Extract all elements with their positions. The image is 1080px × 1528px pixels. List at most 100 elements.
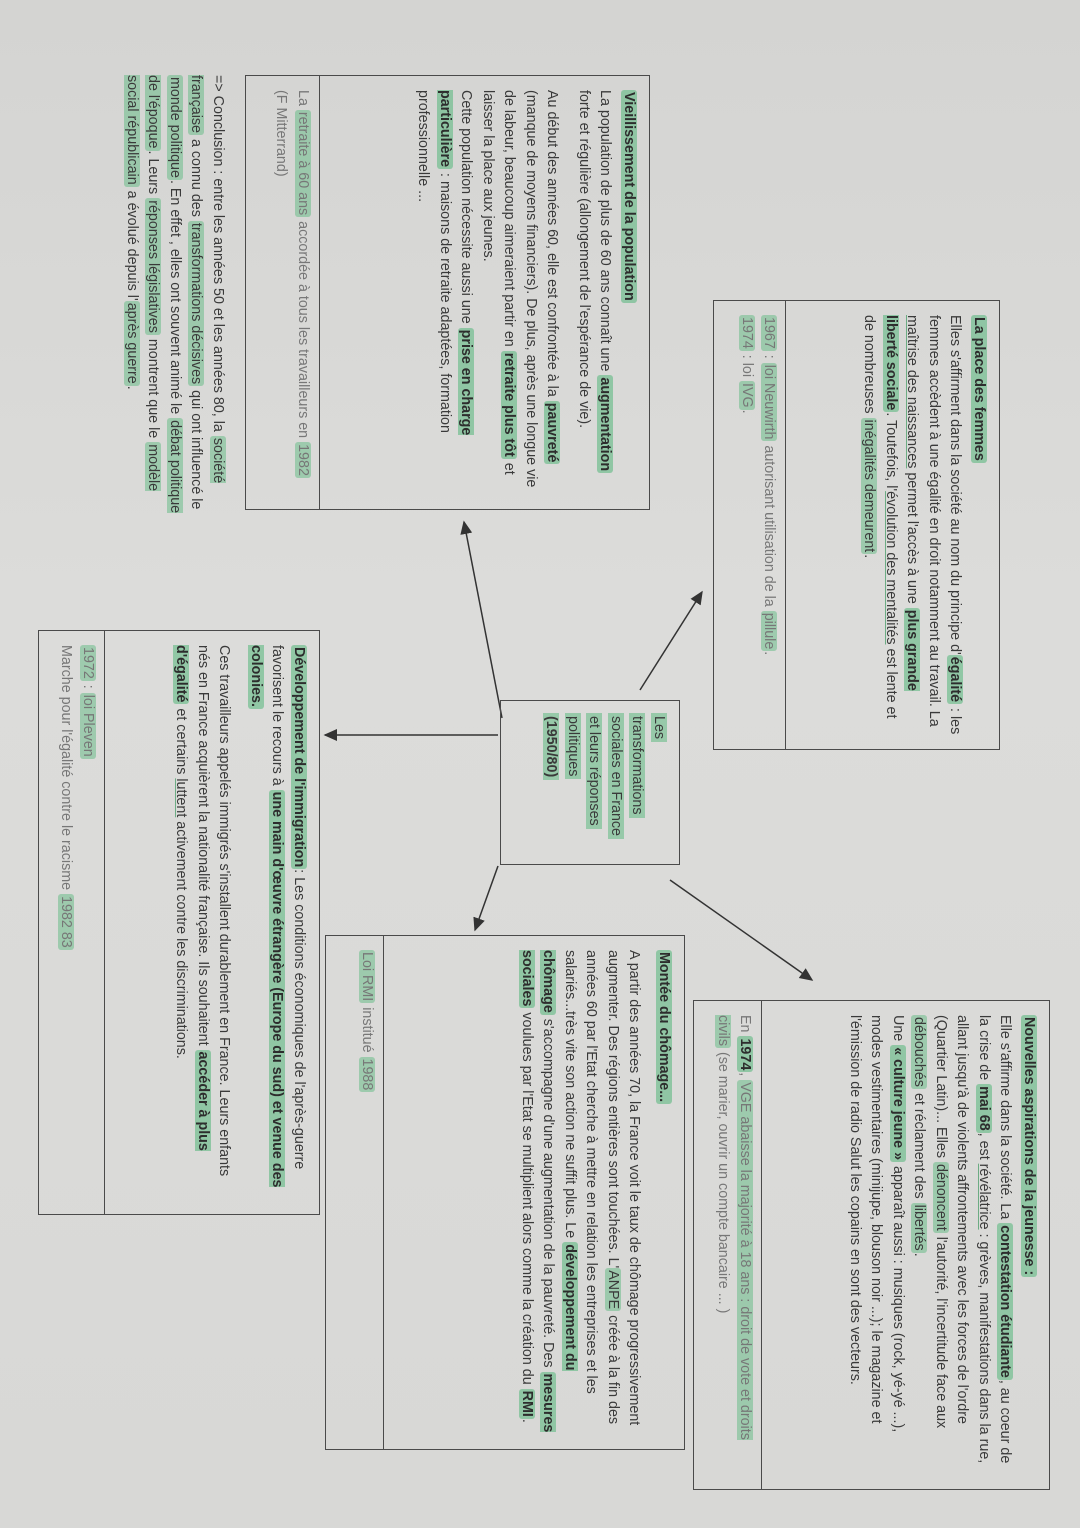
text-segment: Elles s'affirment dans la société au nom… (947, 315, 964, 655)
immigration-date-1982: Marche pour l'égalité contre le racisme … (55, 645, 77, 1200)
conclusion-text: => Conclusion : entre les années 50 et l… (121, 75, 229, 525)
text-segment: . (861, 554, 878, 559)
text-segment: . (519, 1418, 535, 1423)
femmes-date-1974: 1974 : loi IVG. (736, 315, 758, 735)
text-segment: qui ont influencé le (188, 386, 205, 510)
text-segment: activement contre les discriminations. (173, 817, 190, 1059)
highlighted-bold-text: pauvreté (544, 400, 561, 465)
immigration-date-1972: 1972 : loi Pleven (77, 645, 99, 1200)
highlighted-bold-text: égalité (947, 654, 964, 705)
highlighted-text: Loi RMI (359, 950, 375, 1004)
text-segment: (se marier, ouvrir un compte bancaire ..… (715, 1047, 732, 1314)
highlighted-text: 1972 (80, 645, 96, 681)
highlighted-bold-text: Vieillissement de la population (621, 90, 637, 303)
jeunesse-title: Nouvelles aspirations de la jeunesse : (1018, 1015, 1040, 1475)
text-segment: l'autorité, l'incertitude face aux (933, 1232, 949, 1429)
highlighted-bold-text: « culture jeune » (890, 1045, 906, 1163)
jeunesse-paragraph: Elle s'affirme dans la société. La conte… (908, 1015, 1016, 1475)
highlighted-bold-text: Nouvelles aspirations de la jeunesse : (1021, 1015, 1037, 1278)
highlighted-text: libertés (911, 1202, 928, 1253)
text-segment: autorisant utilisation de la (761, 441, 777, 611)
underlined-text: maîtrise des naissances (904, 315, 921, 469)
highlighted-bold-text: RMI (519, 1388, 535, 1419)
underlined-text: évolution des mentalités (883, 491, 899, 645)
text-segment: . En effet , elles ont souvent animé le (167, 179, 183, 419)
text-segment: Une (890, 1015, 906, 1046)
immigration-paragraph: Ces travailleurs appelés immigrés s'inst… (170, 645, 235, 1200)
highlighted-bold-text: retraite plus tôt (501, 350, 518, 459)
femmes-date-1967: 1967 : loi Neuwirth autorisant utilisati… (758, 315, 780, 735)
vieillissement-paragraph: Au début des années 60, elle est confron… (477, 90, 563, 495)
highlighted-text: débouchés (911, 1015, 928, 1089)
center-topic-box: Les transformations sociales en France e… (500, 700, 680, 865)
highlighted-bold-text: contestation étudiante (997, 1223, 1014, 1380)
text-segment: Cette population nécessite aussi une (458, 90, 475, 328)
arrow-to-jeunesse (669, 879, 814, 981)
text-segment: . (911, 1252, 928, 1257)
chomage-paragraph: A partir des années 70, la France voit l… (516, 950, 645, 1435)
text-segment: . (739, 409, 756, 414)
text-segment: : loi (739, 350, 756, 382)
highlighted-text: 1982 (295, 442, 311, 478)
highlighted-text: 1982 83 (58, 894, 75, 950)
femmes-footer: 1967 : loi Neuwirth autorisant utilisati… (714, 301, 786, 749)
highlighted-bold-text: La place des femmes (971, 315, 987, 463)
text-segment: et certains (173, 704, 190, 779)
text-segment: La (295, 90, 311, 110)
highlighted-text: retraite à 60 ans (295, 109, 311, 218)
text-segment: voulues par l'Etat se multiplient alors … (519, 1008, 535, 1389)
text-segment: En (737, 1015, 753, 1037)
chomage-box: Montée du chômage... A partir des années… (325, 935, 685, 1450)
text-segment: => Conclusion : entre les années 50 et l… (210, 75, 226, 436)
text-segment: s'accompagne d'une augmentation de la pa… (540, 1014, 557, 1372)
highlighted-text: ANPE (605, 1268, 621, 1312)
jeunesse-box: Nouvelles aspirations de la jeunesse : E… (693, 1000, 1050, 1490)
text-segment: La population de plus de 60 ans connaît … (597, 90, 614, 376)
center-line: transformations (629, 713, 646, 818)
femmes-box: La place des femmes Elles s'affirment da… (713, 300, 1000, 750)
text-segment: : (80, 680, 96, 693)
highlighted-bold-text: mai 68 (976, 1084, 992, 1133)
highlighted-text: réponses législatives (145, 198, 162, 335)
highlighted-bold-text: 1974 (737, 1036, 753, 1073)
highlighted-text: 1974 (739, 315, 756, 351)
vieillissement-footer: La retraite à 60 ans accordée à tous les… (246, 76, 320, 509)
highlighted-text: transformations décisives (188, 220, 205, 387)
arrow-to-vieillissement (460, 520, 503, 719)
text-segment: : (761, 350, 777, 363)
femmes-paragraph: Elles s'affirment dans la société au nom… (858, 315, 966, 735)
text-segment: Marche pour l'égalité contre le racisme (58, 645, 75, 895)
highlighted-text: loi Neuwirth (761, 362, 777, 442)
underlined-text: luttent (173, 778, 190, 818)
highlighted-text: pillule (761, 610, 777, 652)
vieillissement-paragraph: Cette population nécessite aussi une pri… (412, 90, 477, 495)
text-segment: , est (976, 1132, 992, 1164)
femmes-title: La place des femmes (968, 315, 990, 735)
text-segment: permet l'accès à une (904, 468, 921, 608)
text-segment: forte et régulière (allongement de l'esp… (576, 90, 592, 429)
highlighted-bold-text: Montée du chômage... (656, 950, 672, 1105)
vieillissement-title: Vieillissement de la population (618, 90, 640, 495)
arrow-to-femmes (639, 590, 703, 691)
highlighted-text: 1967 (761, 315, 777, 351)
chomage-title: Montée du chômage... (653, 950, 675, 1435)
vieillissement-box: Vieillissement de la population La popul… (245, 75, 650, 510)
chomage-footer: Loi RMI institué 1988 (326, 936, 384, 1449)
highlighted-bold-text: Développement de l'immigration (291, 645, 307, 870)
immigration-box: Développement de l'immigration: Les cond… (38, 630, 320, 1215)
underlined-text: révélatrice (976, 1163, 992, 1230)
jeunesse-paragraph: Une « culture jeune » apparaît aussi : m… (844, 1015, 909, 1475)
immigration-paragraph: Développement de l'immigration: Les cond… (245, 645, 310, 1200)
text-segment: accordée à tous les travailleurs en (295, 217, 311, 443)
highlighted-text: IVG (739, 381, 756, 410)
immigration-footer: 1972 : loi Pleven Marche pour l'égalité … (39, 631, 105, 1214)
text-segment: montrent que le (145, 334, 162, 443)
text-segment: et réclament des (911, 1088, 928, 1203)
text-segment: . Toutefois, l' (883, 412, 899, 492)
text-segment: Elle s'affirme dans la société. La (997, 1015, 1014, 1224)
highlighted-bold-text: augmentation (597, 375, 614, 474)
highlighted-text: après guerre (124, 300, 140, 386)
text-segment: a connu des (188, 135, 205, 221)
center-line: (1950/80) (543, 713, 560, 781)
